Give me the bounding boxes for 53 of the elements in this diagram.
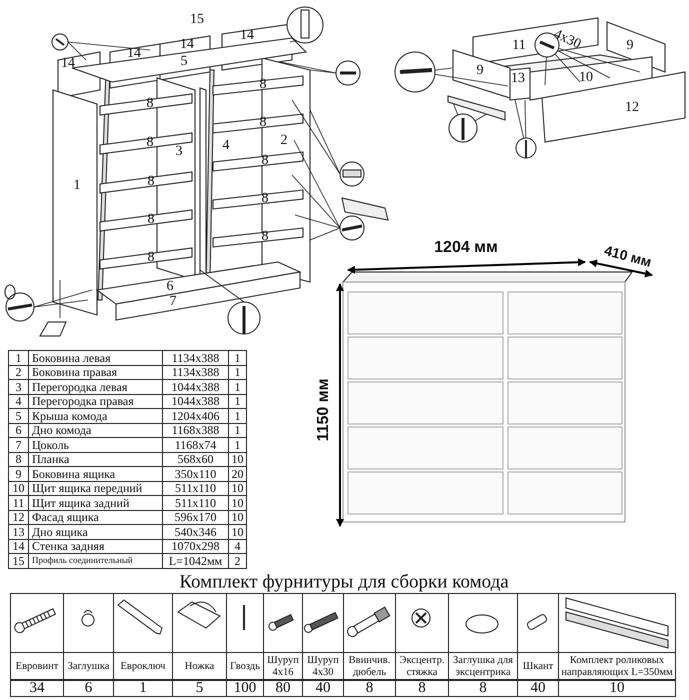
hardware-quantity: 6 xyxy=(63,679,114,697)
callout-number: 14 xyxy=(61,57,75,71)
hardware-quantity: 8 xyxy=(448,679,518,697)
callout-number: 1 xyxy=(74,179,80,193)
callout-number: 15 xyxy=(190,13,204,27)
callout-number: 9 xyxy=(476,64,484,78)
part-name: Боковина левая xyxy=(28,350,163,366)
callout-number: 8 xyxy=(146,97,154,111)
callout-number: 4 xyxy=(222,139,230,153)
part-size: 1134x388 xyxy=(162,350,229,366)
hardware-quantity: 34 xyxy=(10,679,64,697)
callout-number: 2 xyxy=(280,134,288,148)
callout-number: 8 xyxy=(260,78,266,92)
dimension-label: 410 мм xyxy=(603,243,653,269)
callout-number: 11 xyxy=(512,39,526,53)
hardware-quantity: 100 xyxy=(226,679,264,697)
callout-number: 8 xyxy=(146,136,154,150)
hardware-quantity: 8 xyxy=(343,679,396,697)
callout-number: 14 xyxy=(240,29,254,43)
hardware-quantity: 10 xyxy=(558,679,676,697)
screw-size-label: 4x30 xyxy=(551,28,583,52)
callout-number: 3 xyxy=(176,145,182,159)
part-number: 1 xyxy=(8,350,29,366)
callout-number: 10 xyxy=(579,71,593,85)
callout-number: 9 xyxy=(626,39,634,53)
callout-number: 8 xyxy=(148,213,154,227)
part-quantity: 1 xyxy=(228,350,247,366)
hardware-quantity: 5 xyxy=(172,679,227,697)
callout-number: 7 xyxy=(170,295,176,309)
callout-number: 8 xyxy=(262,154,268,168)
callout-number: 12 xyxy=(625,101,639,115)
callout-number: 14 xyxy=(180,38,194,52)
callout-number: 8 xyxy=(262,230,268,244)
dimension-label: 1150 мм xyxy=(316,378,332,442)
callout-number: 13 xyxy=(511,72,525,86)
hardware-quantity: 80 xyxy=(263,679,303,697)
callout-number: 8 xyxy=(148,251,154,265)
part-quantity: 2 xyxy=(228,553,247,568)
hardware-name: Комплект роликовых направляющих L=350мм xyxy=(558,652,676,681)
callout-number: 8 xyxy=(262,192,268,206)
part-number: 15 xyxy=(8,553,29,568)
callout-number: 6 xyxy=(166,280,174,294)
callout-number: 8 xyxy=(260,116,266,130)
hardware-quantity: 8 xyxy=(395,679,449,697)
callout-number: 8 xyxy=(148,175,154,189)
table-heading: Комплект фурнитуры для сборки комода xyxy=(179,572,509,592)
callout-number: 5 xyxy=(180,55,188,69)
hardware-name: Евровинт xyxy=(10,652,64,681)
hardware-quantity: 1 xyxy=(113,679,173,697)
hardware-quantity: 40 xyxy=(302,679,344,697)
callout-number: 14 xyxy=(127,47,141,61)
hardware-quantity: 40 xyxy=(517,679,559,697)
dimension-label: 1204 мм xyxy=(434,240,498,256)
